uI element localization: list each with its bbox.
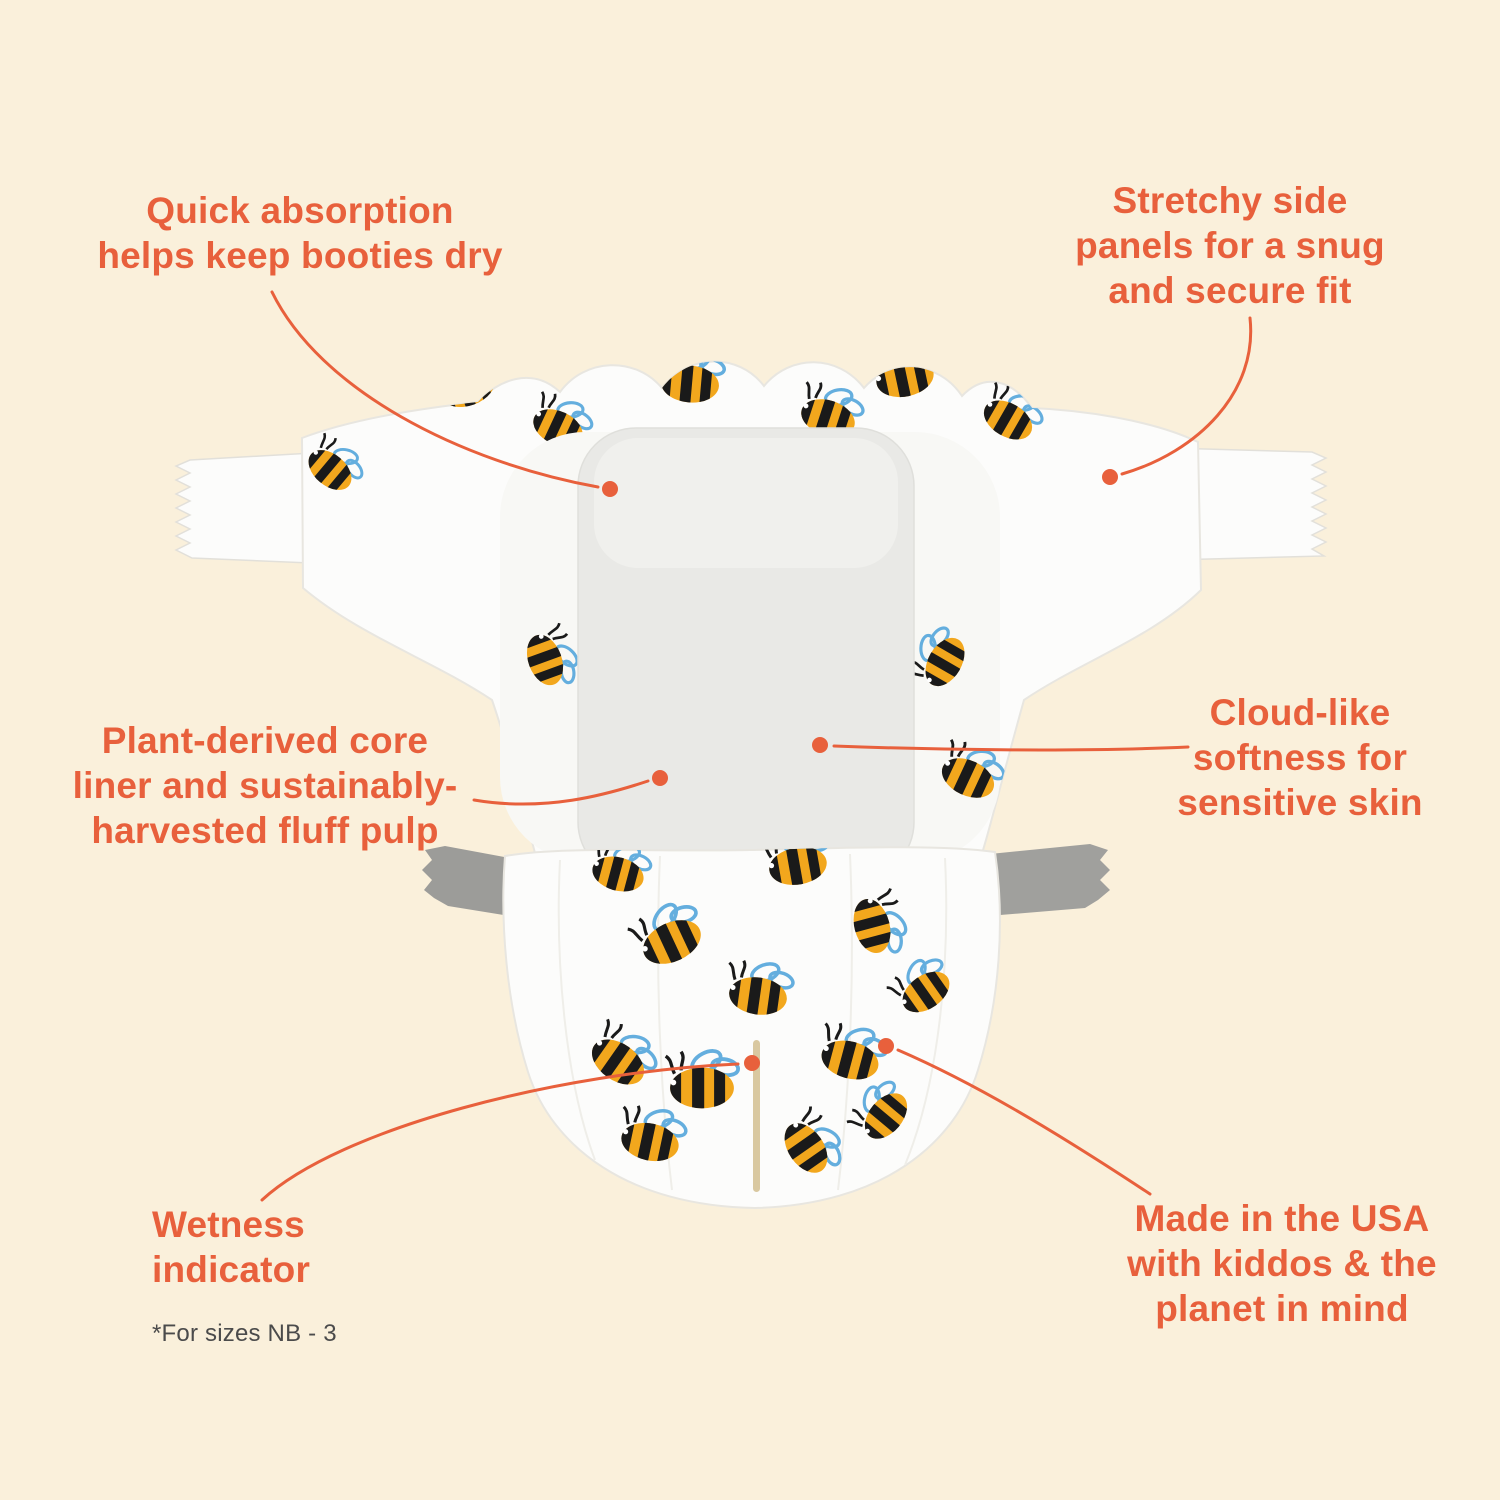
callout-label-plant-core: Plant-derived core liner and sustainably… bbox=[72, 720, 458, 852]
callout-label-made-in-usa: Made in the USA with kiddos & the planet… bbox=[1127, 1198, 1437, 1330]
top-diaper bbox=[174, 360, 1328, 881]
callout-dot-quick-absorption bbox=[602, 481, 618, 497]
bottom-left-tab bbox=[422, 846, 510, 916]
callout-label-wetness-indicator: Wetness indicator bbox=[152, 1204, 311, 1291]
bottom-right-tab bbox=[988, 844, 1110, 916]
callout-line-quick-absorption bbox=[270, 290, 600, 489]
wetness-indicator-line bbox=[753, 1040, 760, 1192]
callout-line-wetness-indicator bbox=[260, 1062, 740, 1202]
callout-dot-wetness-indicator bbox=[744, 1055, 760, 1071]
callout-dot-made-in-usa bbox=[878, 1038, 894, 1054]
crinkle-texture bbox=[557, 853, 948, 1191]
absorbent-pad bbox=[577, 427, 915, 881]
callout-dot-cloud-softness bbox=[812, 737, 828, 753]
callout-dot-stretchy-panels bbox=[1102, 469, 1118, 485]
left-tape bbox=[174, 451, 335, 565]
callout-line-stretchy-panels bbox=[1120, 316, 1253, 476]
callout-line-cloud-softness bbox=[832, 744, 1190, 752]
bottom-diaper-body bbox=[502, 846, 1001, 1210]
bottom-diaper bbox=[422, 844, 1110, 1210]
callout-label-quick-absorption: Quick absorption helps keep booties dry bbox=[97, 190, 503, 277]
callout-line-made-in-usa bbox=[896, 1048, 1152, 1196]
callout-line-plant-core bbox=[472, 779, 650, 806]
callout-dot-plant-core bbox=[652, 770, 668, 786]
callout-label-stretchy-panels: Stretchy side panels for a snug and secu… bbox=[1075, 180, 1385, 312]
wetness-size-note: *For sizes NB - 3 bbox=[152, 1320, 337, 1347]
callout-label-cloud-softness: Cloud-like softness for sensitive skin bbox=[1177, 692, 1423, 824]
